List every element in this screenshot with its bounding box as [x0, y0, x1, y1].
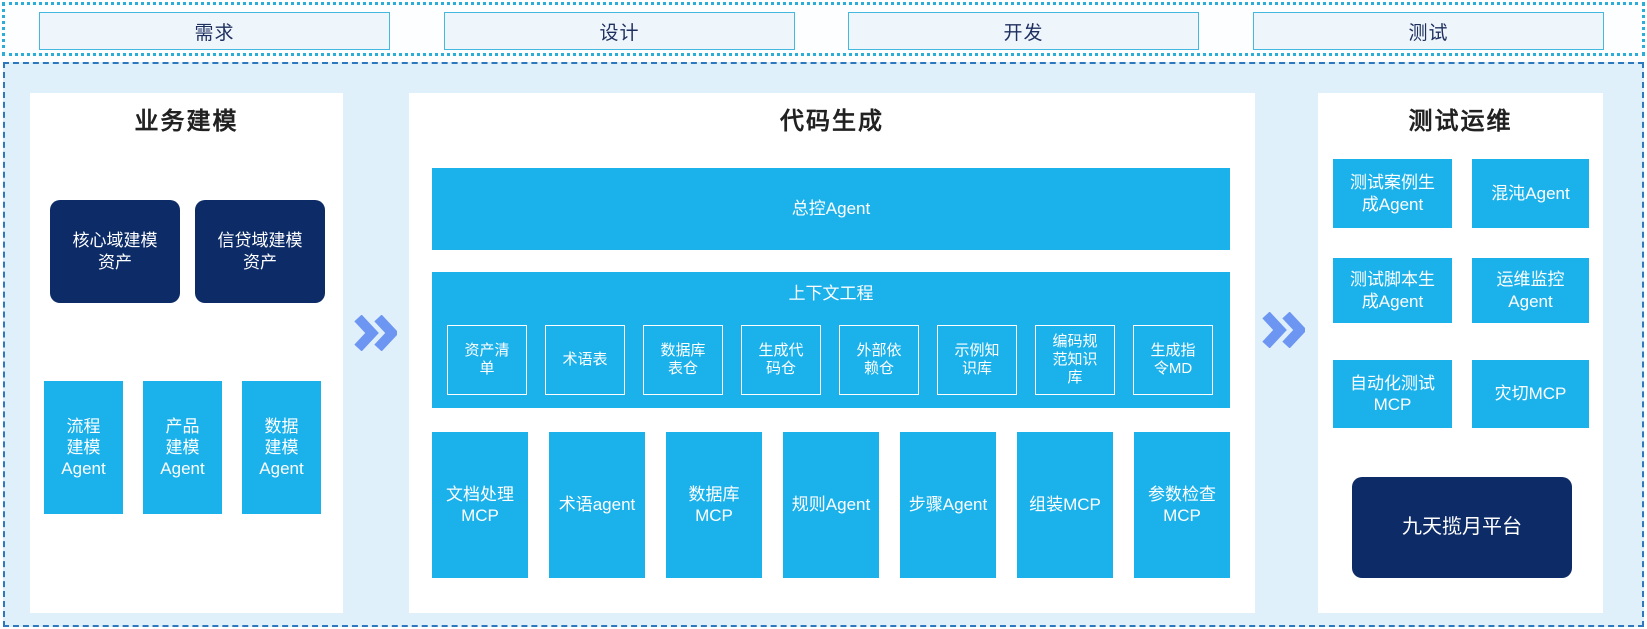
node-generated-code-repo: 生成代 码仓	[741, 325, 821, 395]
node-test-script-generation-agent: 测试脚本生 成Agent	[1333, 258, 1452, 323]
node-glossary: 术语表	[545, 325, 625, 395]
node-step-agent: 步骤Agent	[900, 432, 996, 578]
node-chaos-agent: 混沌Agent	[1472, 159, 1589, 228]
flow-arrow-icon	[1262, 312, 1305, 348]
phase-band: 需求 设计 开发 测试	[2, 2, 1645, 56]
flow-arrow-icon	[354, 315, 397, 351]
node-coding-standard-knowledge-base: 编码规 范知识 库	[1035, 325, 1115, 395]
node-data-modeling-agent: 数据 建模 Agent	[242, 381, 321, 514]
phase-box-testing: 测试	[1253, 12, 1604, 50]
phase-box-design: 设计	[444, 12, 795, 50]
context-engineering-title: 上下文工程	[788, 284, 874, 303]
panel-title-code-generation: 代码生成	[780, 108, 884, 135]
node-rule-agent: 规则Agent	[783, 432, 879, 578]
panel-business-modeling: 业务建模 核心域建模 资产 信贷域建模 资产 流程 建模 Agent 产品 建模…	[30, 93, 343, 613]
node-ops-monitoring-agent: 运维监控 Agent	[1472, 258, 1589, 323]
panel-test-ops: 测试运维 测试案例生 成Agent 混沌Agent 测试脚本生 成Agent 运…	[1318, 93, 1603, 613]
node-database-mcp: 数据库 MCP	[666, 432, 762, 578]
panel-code-generation: 代码生成 总控Agent 上下文工程 资产清 单 术语表 数据库 表仓 生成代 …	[409, 93, 1255, 613]
node-disaster-switch-mcp: 灾切MCP	[1472, 360, 1589, 428]
node-glossary-agent: 术语agent	[549, 432, 645, 578]
context-engineering-group: 上下文工程 资产清 单 术语表 数据库 表仓 生成代 码仓 外部依 赖仓 示例知…	[432, 272, 1230, 408]
node-jiutian-lanyue-platform: 九天揽月平台	[1352, 477, 1572, 578]
node-core-domain-modeling-assets: 核心域建模 资产	[50, 200, 180, 303]
node-test-case-generation-agent: 测试案例生 成Agent	[1333, 159, 1452, 228]
node-asset-inventory: 资产清 单	[447, 325, 527, 395]
node-process-modeling-agent: 流程 建模 Agent	[44, 381, 123, 514]
node-assembly-mcp: 组装MCP	[1017, 432, 1113, 578]
node-master-control-agent: 总控Agent	[432, 168, 1230, 250]
phase-box-requirements: 需求	[39, 12, 390, 50]
node-generation-instruction-md: 生成指 令MD	[1133, 325, 1213, 395]
panel-title-business-modeling: 业务建模	[134, 108, 239, 135]
node-credit-domain-modeling-assets: 信贷域建模 资产	[195, 200, 325, 303]
panel-title-test-ops: 测试运维	[1408, 108, 1513, 135]
main-canvas: 业务建模 核心域建模 资产 信贷域建模 资产 流程 建模 Agent 产品 建模…	[3, 62, 1644, 627]
phase-box-development: 开发	[848, 12, 1199, 50]
node-product-modeling-agent: 产品 建模 Agent	[143, 381, 222, 514]
node-document-processing-mcp: 文档处理 MCP	[432, 432, 528, 578]
node-database-table-repo: 数据库 表仓	[643, 325, 723, 395]
node-parameter-check-mcp: 参数检查 MCP	[1134, 432, 1230, 578]
node-example-knowledge-base: 示例知 识库	[937, 325, 1017, 395]
node-automated-test-mcp: 自动化测试 MCP	[1333, 360, 1452, 428]
node-external-dependency-repo: 外部依 赖仓	[839, 325, 919, 395]
